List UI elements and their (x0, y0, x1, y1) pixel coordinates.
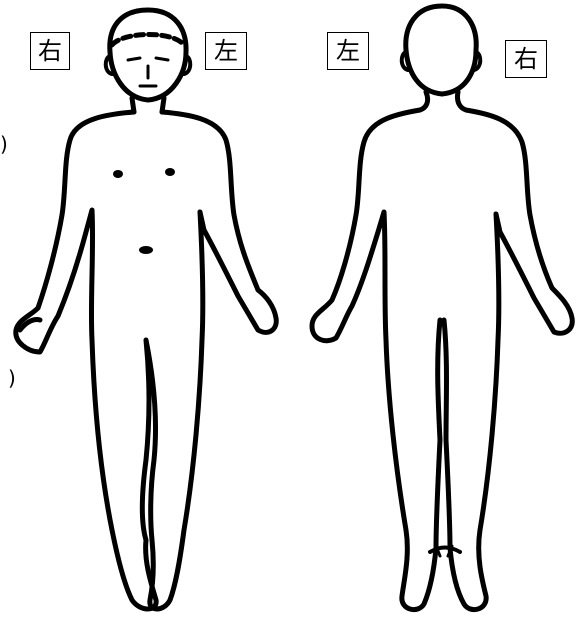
back-figure (312, 6, 572, 610)
back-body-left (312, 92, 436, 610)
back-inner-legs (436, 320, 450, 548)
front-body-left (16, 112, 156, 609)
upper-margin-mark: ) (0, 134, 8, 154)
front-right-side-label: 右 (30, 32, 70, 70)
front-body-right (150, 112, 276, 609)
front-inner-legs (142, 340, 155, 540)
back-right-side-label: 右 (505, 40, 547, 78)
back-left-side-label: 左 (327, 32, 369, 70)
front-left-side-label: 左 (205, 32, 247, 70)
front-hairline (112, 34, 184, 45)
back-body-right (450, 92, 572, 610)
lower-margin-mark: ) (8, 368, 16, 388)
back-head (406, 6, 476, 94)
front-figure (16, 10, 276, 609)
